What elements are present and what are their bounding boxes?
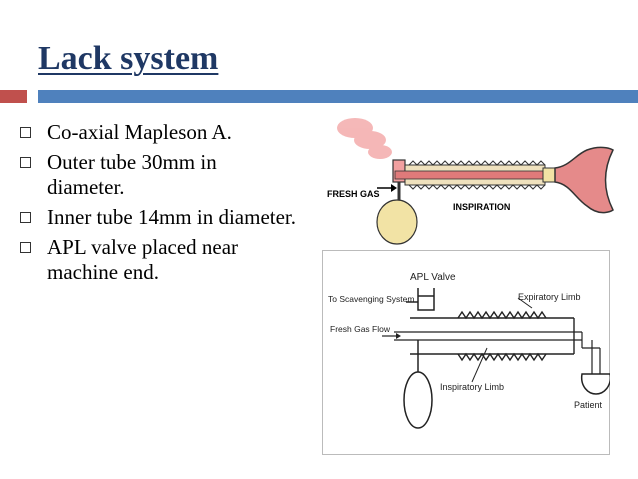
expiratory-limb-label: Expiratory Limb: [518, 292, 581, 302]
exhaust-puff-icon: [337, 118, 392, 159]
bullet-text: Co-axial Mapleson A.: [47, 120, 232, 144]
fresh-gas-label: FRESH GAS: [327, 189, 380, 199]
slide-title: Lack system: [38, 40, 219, 77]
reservoir-bag-icon: [376, 199, 418, 245]
bullet-item: Outer tube 30mm in diameter.: [17, 150, 297, 200]
apl-valve-label: APL Valve: [410, 272, 456, 283]
bullet-text: Inner tube 14mm in diameter.: [47, 205, 297, 229]
outer-tube-schematic: [410, 310, 575, 362]
inspiratory-limb-label: Inspiratory Limb: [440, 382, 504, 392]
reservoir-bag-schematic-icon: [403, 371, 433, 429]
patient-mask-icon: [580, 373, 610, 395]
face-mask-icon: [554, 146, 614, 214]
scavenging-label: To Scavenging System: [328, 294, 414, 304]
bullet-item: APL valve placed near machine end.: [17, 235, 297, 285]
inner-tube: [394, 170, 546, 180]
title-accent-bar-blue: [38, 90, 638, 103]
fresh-gas-flow-label: Fresh Gas Flow: [330, 324, 391, 334]
inspiration-label: INSPIRATION: [453, 202, 510, 212]
inner-tube-schematic: [394, 331, 601, 374]
bullet-square-icon: [20, 212, 31, 223]
bullet-item: Inner tube 14mm in diameter.: [17, 205, 297, 230]
apl-valve-icon: [406, 288, 435, 311]
bullet-square-icon: [20, 157, 31, 168]
bullet-text: Outer tube 30mm in diameter.: [47, 150, 217, 199]
bullet-item: Co-axial Mapleson A.: [17, 120, 297, 145]
bullet-square-icon: [20, 242, 31, 253]
bullet-list: Co-axial Mapleson A. Outer tube 30mm in …: [17, 120, 297, 290]
title-accent-bar-red: [0, 90, 27, 103]
bullet-square-icon: [20, 127, 31, 138]
lack-circuit-schematic: APL Valve To Scavenging System Fresh Gas…: [322, 250, 610, 455]
lack-circuit-illustration: FRESH GAS INSPIRATION: [327, 118, 614, 245]
patient-label: Patient: [574, 400, 603, 410]
bullet-text: APL valve placed near machine end.: [47, 235, 239, 284]
